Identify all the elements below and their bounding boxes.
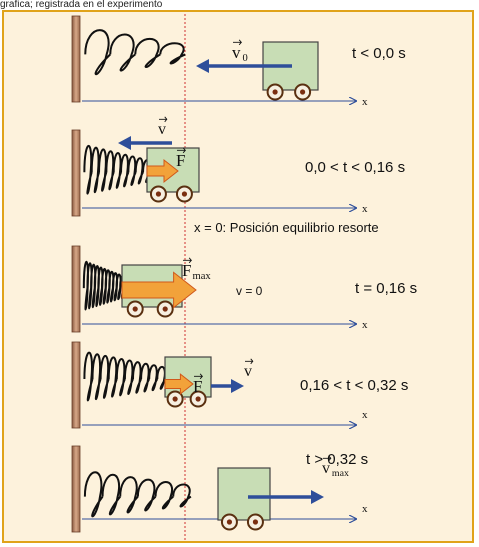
velocity-arrow-head: [231, 379, 244, 393]
cart-wheel-hub: [300, 89, 305, 94]
cart-wheel-hub: [227, 519, 232, 524]
force-label: F: [176, 151, 185, 170]
time-label: t > 0,32 s: [306, 451, 368, 468]
cart-wheel-hub: [133, 306, 138, 311]
cart-body: [165, 357, 211, 397]
velocity-label: v: [158, 121, 166, 138]
cart-wheel-hub: [163, 306, 168, 311]
panel-4: x vF 0,16 < t < 0,32 s: [72, 342, 408, 428]
velocity-arrow-head: [118, 136, 131, 150]
cart-wheel-hub: [253, 519, 258, 524]
time-label: t = 0,16 s: [355, 280, 417, 297]
spring-coil: [85, 30, 185, 74]
velocity-label-subscript: 0: [243, 53, 248, 64]
cart-wheel-hub: [182, 191, 187, 196]
spring-coil: [85, 472, 191, 516]
cart-wheel-hub: [196, 396, 201, 401]
cart-wheel-hub: [156, 191, 161, 196]
velocity-label-subscript: max: [332, 468, 349, 479]
x-axis-label: x: [362, 319, 368, 331]
spring-coil: [84, 262, 125, 310]
equilibrium-label: x = 0: Posición equilibrio resorte: [194, 220, 379, 235]
x-axis-label: x: [362, 203, 368, 215]
cart-wheel-hub: [173, 396, 178, 401]
time-label: 0,16 < t < 0,32 s: [300, 377, 408, 394]
wall: [72, 16, 80, 102]
force-label-subscript: max: [193, 271, 212, 282]
spring-coil: [84, 353, 165, 401]
cart-body: [218, 468, 270, 520]
time-label: 0,0 < t < 0,16 s: [305, 159, 405, 176]
time-label: t < 0,0 s: [352, 45, 406, 62]
velocity-arrow-head: [196, 59, 209, 73]
wall: [72, 246, 80, 332]
cart-wheel-hub: [273, 89, 278, 94]
velocity-label: v: [244, 363, 252, 380]
velocity-label: v: [232, 43, 241, 62]
x-axis-label: x: [362, 409, 368, 421]
wall: [72, 446, 80, 532]
force-label: F: [182, 261, 191, 280]
force-label: F: [193, 377, 202, 396]
x-axis-label: x: [362, 503, 368, 515]
spring-coil: [84, 146, 150, 194]
velocity-zero-label: v = 0: [236, 284, 263, 298]
panel-2: x vF 0,0 < t < 0,16 s: [72, 117, 405, 216]
wall: [72, 342, 80, 428]
x-axis-label: x: [362, 96, 368, 108]
wall: [72, 130, 80, 216]
velocity-arrow-head: [311, 490, 324, 504]
